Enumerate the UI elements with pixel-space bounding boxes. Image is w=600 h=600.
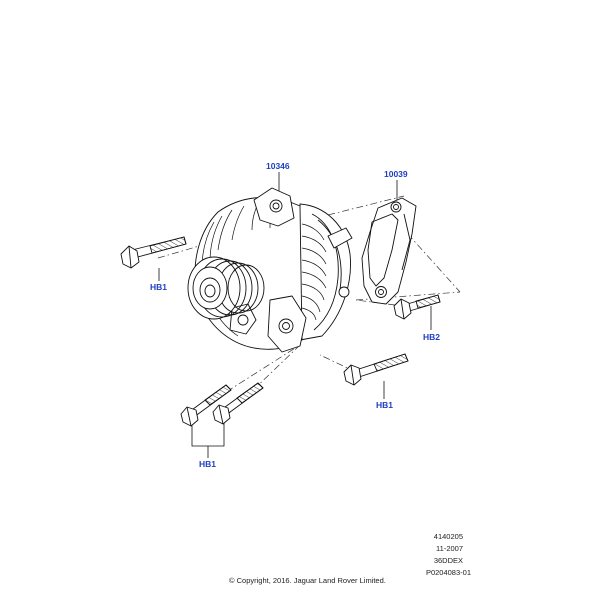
leader-lines: [158, 172, 432, 458]
copyright-text: © Copyright, 2016. Jaguar Land Rover Lim…: [229, 576, 386, 585]
callout-bracket[interactable]: 10039: [384, 169, 408, 179]
ref-code: 36DDEX: [433, 556, 463, 565]
bolt-right[interactable]: [343, 353, 409, 386]
callout-bolts-bottom[interactable]: HB1: [199, 459, 217, 469]
bolt-left[interactable]: [120, 236, 187, 269]
callout-alternator[interactable]: 10346: [266, 161, 290, 171]
bolts-bottom[interactable]: [180, 382, 264, 427]
callout-bolt-bracket[interactable]: HB2: [423, 332, 441, 342]
ref-number: 4140205: [433, 532, 463, 541]
ref-illustration-id: P0204083-01: [425, 568, 471, 577]
callout-bolt-left[interactable]: HB1: [150, 282, 168, 292]
callout-bolt-right[interactable]: HB1: [376, 400, 394, 410]
ref-date: 11-2007: [436, 544, 463, 553]
alternator[interactable]: [187, 187, 353, 353]
bolt-bracket[interactable]: [393, 294, 441, 320]
mounting-bracket[interactable]: [361, 197, 417, 305]
